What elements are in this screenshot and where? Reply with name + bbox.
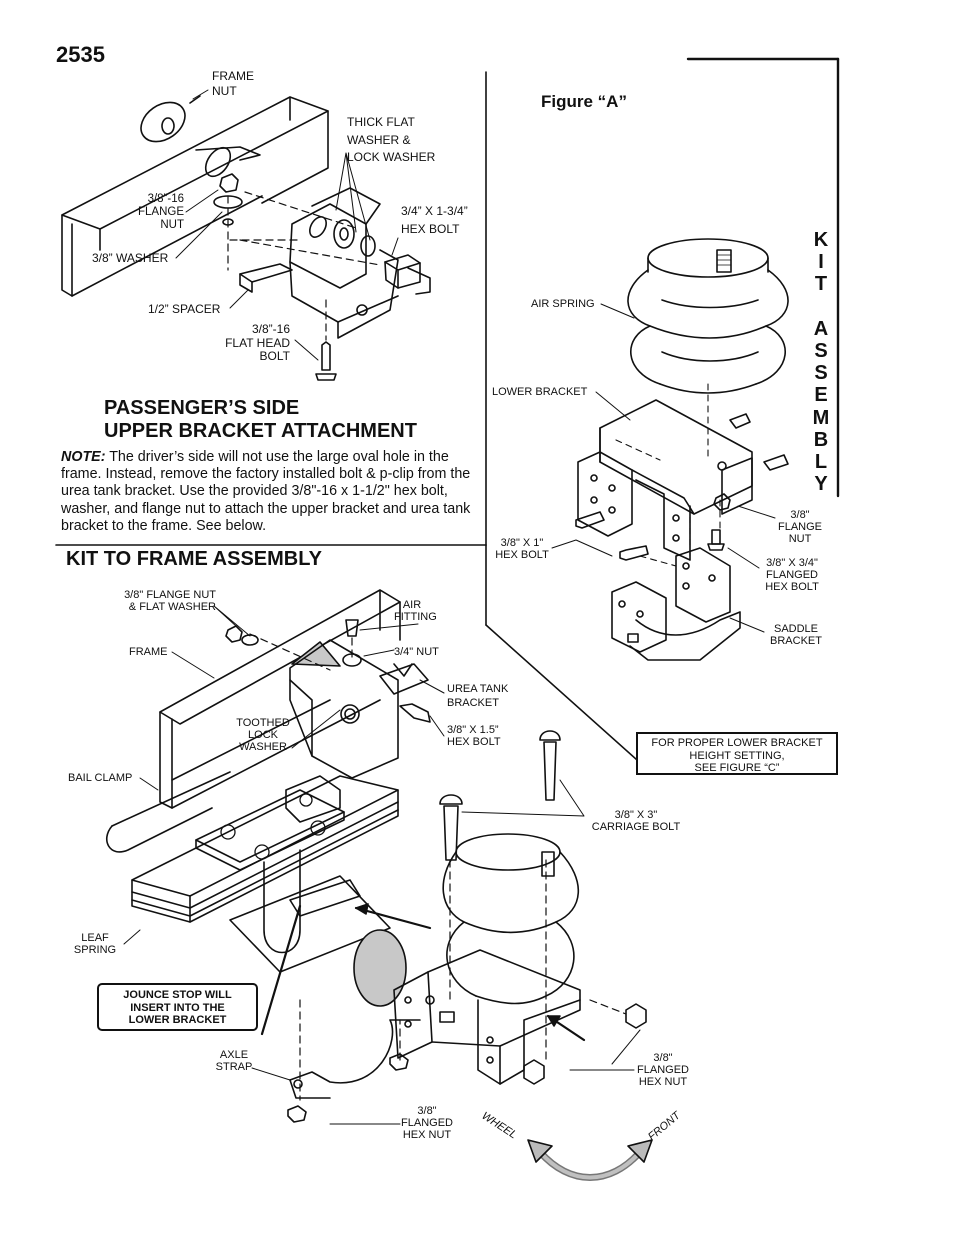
label-toothed-washer: TOOTHED LOCK WASHER — [236, 717, 290, 753]
label-frame: FRAME — [129, 646, 168, 658]
label-washer: 3/8” WASHER — [92, 251, 169, 265]
lower-bracket-note-text: FOR PROPER LOWER BRACKET HEIGHT SETTING,… — [651, 737, 823, 774]
section-dividers — [55, 57, 840, 761]
label-flanged-hex-nut-right: 3/8" FLANGED HEX NUT — [637, 1052, 689, 1088]
label-frame-nut: FRAME NUT — [212, 69, 254, 98]
page-number: 2535 — [56, 42, 105, 67]
kit-to-frame-heading: KIT TO FRAME ASSEMBLY — [66, 548, 322, 570]
label-leaf-spring: LEAF SPRING — [73, 932, 117, 956]
label-bail-clamp: BAIL CLAMP — [68, 772, 133, 784]
label-3-4-nut: 3/4" NUT — [394, 646, 439, 658]
label-flange-nut-washer: 3/8" FLANGE NUT & FLAT WASHER — [124, 589, 216, 613]
note-text: The driver’s side will not use the large… — [61, 449, 471, 534]
label-thick-washer: THICK FLAT WASHER & LOCK WASHER — [347, 115, 436, 164]
passenger-side-heading: PASSENGER’S SIDE UPPER BRACKET ATTACHMEN… — [104, 397, 417, 442]
label-spacer: 1/2” SPACER — [148, 302, 221, 316]
note-label: NOTE: — [61, 449, 106, 465]
label-hex-bolt-top: 3/4” X 1-3/4” HEX BOLT — [401, 204, 468, 236]
lower-bracket-note-box: FOR PROPER LOWER BRACKET HEIGHT SETTING,… — [636, 732, 838, 775]
figure-a-title: Figure “A” — [541, 92, 627, 111]
driver-side-note: NOTE: The driver’s side will not use the… — [61, 449, 486, 535]
label-flanged-hex-nut-bottom: 3/8" FLANGED HEX NUT — [401, 1105, 453, 1141]
label-hex-bolt-1-5: 3/8" X 1.5” HEX BOLT — [447, 724, 501, 748]
label-air-spring: AIR SPRING — [531, 298, 595, 310]
label-air-fitting: AIR FITTING — [394, 599, 437, 623]
upper-bracket-drawing — [61, 89, 431, 381]
label-flange-nut: 3/8”-16 FLANGE NUT — [137, 193, 184, 231]
jounce-stop-callout: JOUNCE STOP WILL INSERT INTO THE LOWER B… — [97, 983, 258, 1031]
label-flat-head-bolt: 3/8”-16 FLAT HEAD BOLT — [225, 322, 290, 363]
label-lower-bracket: LOWER BRACKET — [492, 386, 588, 398]
label-flanged-hex-bolt: 3/8" X 3/4" FLANGED HEX BOLT — [765, 557, 819, 593]
jounce-stop-text: JOUNCE STOP WILL INSERT INTO THE LOWER B… — [123, 989, 232, 1026]
label-carriage-bolt: 3/8" X 3" CARRIAGE BOLT — [591, 809, 681, 833]
label-urea-tank-bracket: UREA TANK BRACKET — [447, 683, 509, 709]
label-axle-strap: AXLE STRAP — [215, 1049, 253, 1073]
label-saddle-bracket: SADDLE BRACKET — [770, 623, 822, 647]
kit-assembly-vertical-title: K I T A S S E M B L Y — [812, 229, 830, 496]
label-fig-a-hex-bolt: 3/8" X 1" HEX BOLT — [495, 537, 549, 561]
figure-a-drawing — [551, 238, 789, 661]
label-fig-a-flange-nut: 3/8" FLANGE NUT — [777, 509, 822, 545]
kit-frame-drawing — [106, 589, 653, 1181]
